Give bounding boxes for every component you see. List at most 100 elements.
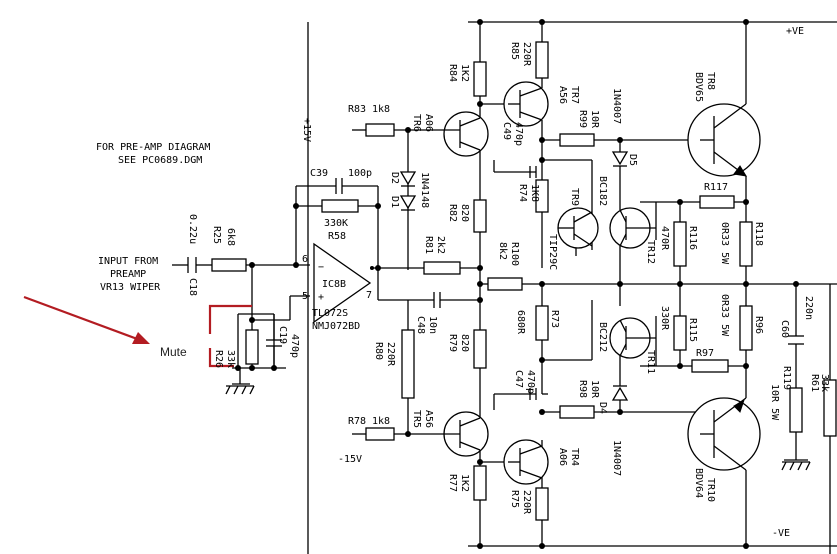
- tr9-transistor: [557, 207, 599, 249]
- opamp-pin-out: 7: [366, 290, 372, 301]
- r79-resistor: [473, 329, 487, 369]
- tr8-transistor: [687, 103, 761, 177]
- d4-diode: [611, 385, 629, 401]
- r119-ref: R119: [781, 366, 792, 390]
- c48-ref: C48: [415, 316, 426, 334]
- tr9-ref: TR9: [569, 188, 580, 206]
- r99-value: 10R: [589, 110, 600, 129]
- r83-ref: R83: [348, 104, 366, 115]
- r58-ref: R58: [328, 231, 346, 242]
- r116-resistor: [673, 221, 687, 267]
- input-line2: PREAMP: [110, 269, 146, 280]
- c60-value: 220n: [803, 296, 814, 320]
- mute-arrow-head: [132, 332, 150, 344]
- r75-value: 220R: [521, 490, 532, 515]
- c60-capacitor: [788, 335, 804, 345]
- rail-neg-label: -VE: [772, 528, 790, 539]
- rail-pos-label: +VE: [786, 26, 804, 37]
- ground-symbols: [225, 385, 811, 471]
- r100-resistor: [487, 277, 523, 291]
- input-line1: INPUT FROM: [98, 256, 158, 267]
- c19-value: 470p: [289, 334, 300, 358]
- c49-value: 470p: [513, 122, 524, 146]
- tr10-value: BDV64: [693, 468, 704, 498]
- r81-value: 2k2: [435, 236, 446, 254]
- c39-capacitor: [335, 178, 343, 194]
- r96-value: 0R33 5W: [719, 294, 730, 337]
- r78-value: 1k8: [372, 416, 390, 427]
- r73-ref: R73: [549, 310, 560, 328]
- r58-resistor: [321, 199, 359, 213]
- transistors: [440, 81, 761, 485]
- mute-label: Mute: [160, 345, 187, 359]
- r117-resistor: [699, 195, 735, 209]
- r85-resistor: [535, 41, 549, 79]
- r80-ref: R80: [373, 342, 384, 360]
- r78-resistor: [365, 427, 395, 441]
- r74-resistor: [535, 179, 549, 213]
- opamp-plus: +: [318, 292, 324, 303]
- opamp-pin-inv: 6: [302, 254, 308, 265]
- ground-symbol: [781, 461, 811, 471]
- input-line3: VR13 WIPER: [100, 282, 161, 293]
- c18-capacitor: [187, 257, 197, 273]
- r81-resistor: [423, 261, 461, 275]
- opamp-part2: NMJ072BD: [312, 321, 360, 332]
- tr11-transistor: [609, 317, 656, 359]
- r79-ref: R79: [447, 334, 458, 352]
- d1-ref: D1: [389, 196, 400, 208]
- r119-value: 10R 5W: [769, 384, 780, 421]
- r61-resistor: [823, 379, 837, 437]
- d2-value: 1N4148: [419, 172, 430, 208]
- r74-value: 1K8: [529, 184, 540, 202]
- r119-resistor: [789, 387, 803, 433]
- c48-capacitor: [433, 292, 441, 308]
- r116-ref: R116: [687, 226, 698, 250]
- r73-resistor: [535, 305, 549, 341]
- c49-ref: C49: [501, 122, 512, 140]
- c39-ref: C39: [310, 168, 328, 179]
- d5-value: 1N4007: [611, 88, 622, 124]
- r26-ref: R26: [213, 350, 224, 368]
- r77-ref: R77: [447, 474, 458, 492]
- tr7-value: A56: [557, 86, 568, 104]
- c47-capacitor: [529, 388, 537, 400]
- tr12-transistor: [609, 207, 656, 249]
- r26-value: 33k: [225, 350, 236, 368]
- tr5-value: A56: [423, 410, 434, 428]
- d5-diode: [611, 151, 629, 167]
- r96-resistor: [739, 305, 753, 351]
- r100-ref: R100: [509, 242, 520, 266]
- tr11-value: BC212: [597, 322, 608, 352]
- r118-ref: R118: [753, 222, 764, 246]
- c39-value: 100p: [348, 168, 372, 179]
- opamp-pin-non: 5: [302, 291, 308, 302]
- opamp-part1: TL072S: [312, 308, 348, 319]
- r115-value: 330R: [659, 306, 670, 331]
- r97-ref: R97: [696, 348, 714, 359]
- opamp-minus: −: [318, 262, 324, 273]
- tr9-value: TIP29C: [547, 234, 558, 270]
- c47-ref: C47: [513, 370, 524, 388]
- tr8-value: BDV65: [693, 72, 704, 102]
- c19-capacitor: [266, 314, 282, 368]
- r61-value: 33k: [819, 374, 830, 392]
- r84-ref: R84: [447, 64, 458, 82]
- d2-ref: D2: [389, 172, 400, 184]
- tr8-ref: TR8: [705, 72, 716, 90]
- r100-value: 8k2: [497, 242, 508, 260]
- r98-ref: R98: [577, 380, 588, 398]
- mute-arrow-shaft: [23, 295, 141, 342]
- r58-value: 330K: [324, 218, 348, 229]
- r99-resistor: [559, 133, 595, 147]
- d5-ref: D5: [627, 154, 638, 166]
- r98-resistor: [559, 405, 595, 419]
- d2-diode: [399, 171, 417, 187]
- r82-resistor: [473, 199, 487, 233]
- r25-ref: R25: [211, 226, 222, 244]
- tr6-ref: TR6: [411, 114, 422, 132]
- r118-value: 0R33 5W: [719, 222, 730, 265]
- tr6-transistor: [440, 111, 489, 157]
- r75-ref: R75: [509, 490, 520, 508]
- c49-capacitor: [529, 166, 537, 178]
